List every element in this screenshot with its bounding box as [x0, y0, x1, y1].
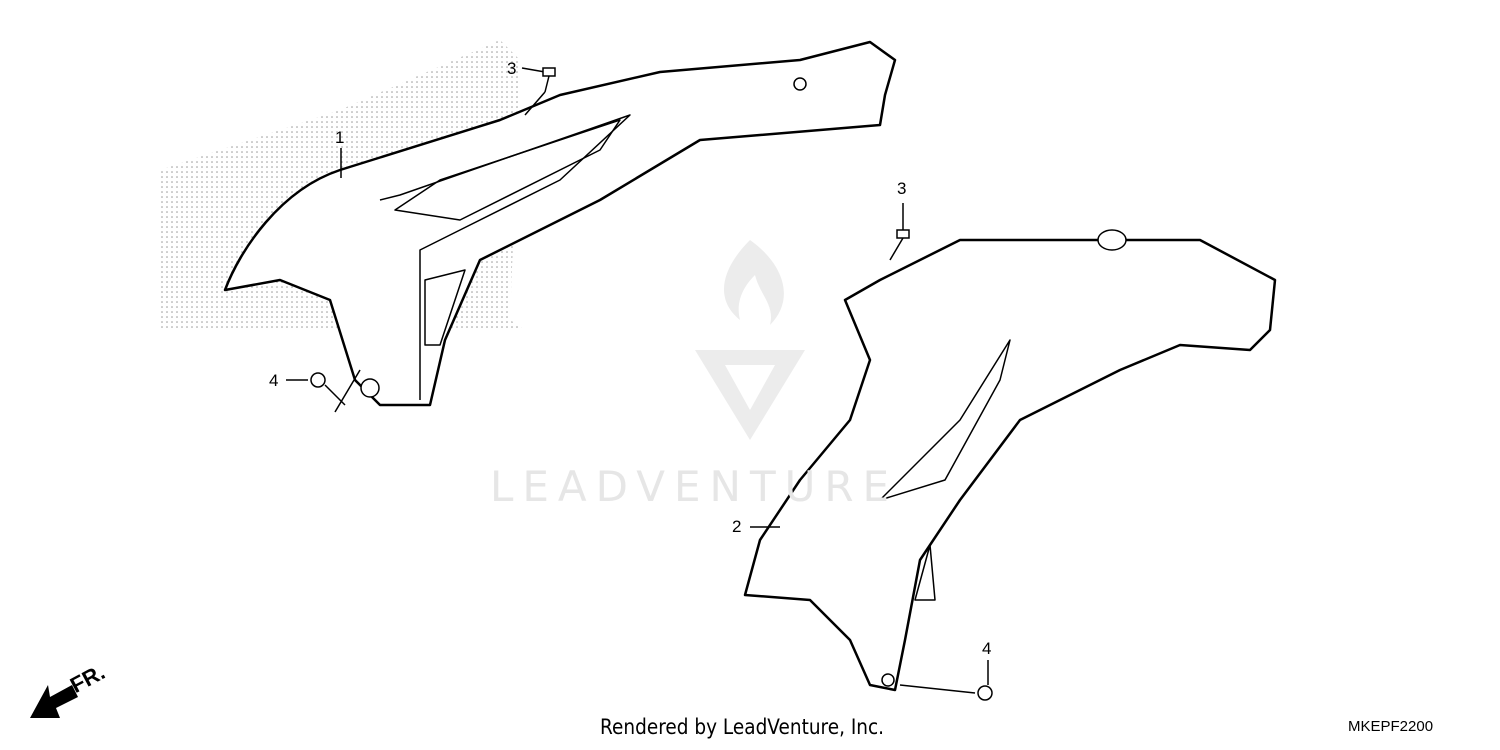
watermark-text: LEADVENTURE	[490, 462, 899, 511]
callout-4a[interactable]: 4	[269, 371, 279, 390]
part-1-shroud	[223, 40, 897, 407]
callout-4b[interactable]: 4	[982, 639, 992, 658]
part-2-shroud	[743, 229, 1277, 692]
watermark-logo	[695, 240, 805, 440]
callout-3b[interactable]: 3	[897, 179, 907, 198]
fasteners	[286, 67, 993, 701]
footer-credit: Rendered by LeadVenture, Inc.	[600, 715, 885, 739]
callout-1[interactable]: 1	[335, 128, 345, 147]
callout-3a[interactable]: 3	[507, 59, 517, 78]
front-direction-arrow-icon	[30, 685, 78, 718]
diagram-code: MKEPF2200	[1348, 718, 1434, 735]
callout-2[interactable]: 2	[732, 517, 742, 536]
